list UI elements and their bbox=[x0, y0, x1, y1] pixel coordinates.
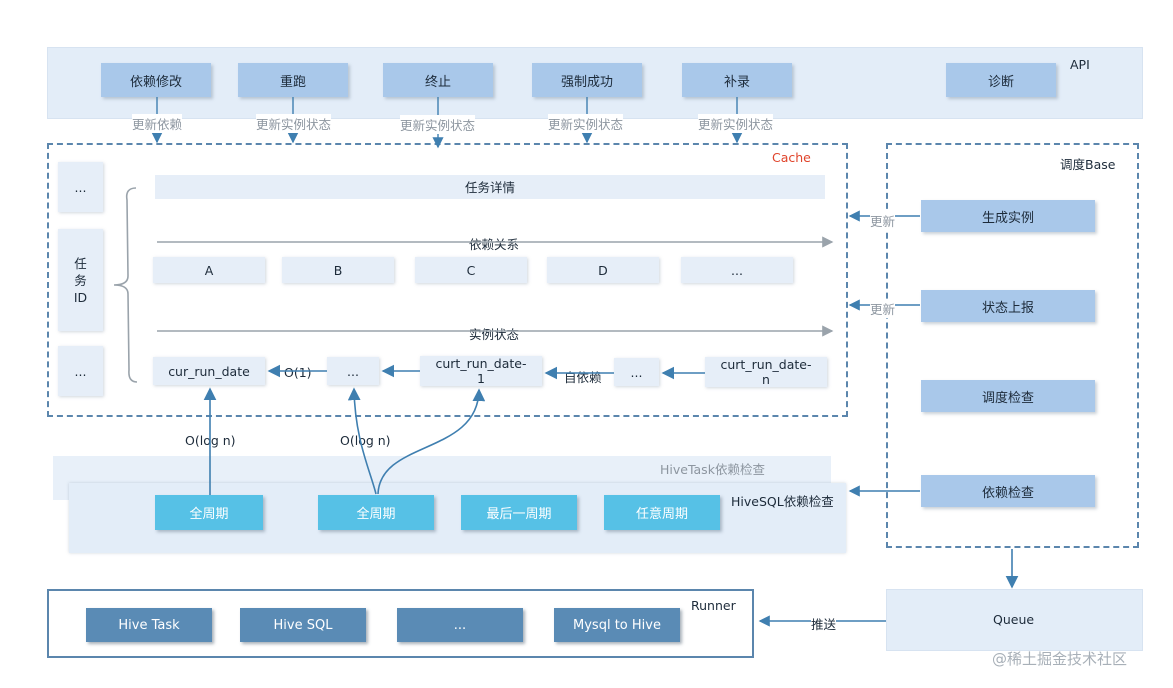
modify-dependency-button[interactable]: 依赖修改 bbox=[101, 63, 211, 97]
backfill-button[interactable]: 补录 bbox=[682, 63, 792, 97]
force-success-button[interactable]: 强制成功 bbox=[532, 63, 642, 97]
task-id-char-3: ID bbox=[73, 289, 88, 305]
api-arrow-label-4: 更新实例状态 bbox=[548, 114, 624, 133]
full-period-button-2[interactable]: 全周期 bbox=[318, 495, 434, 530]
api-arrow-label-2: 更新实例状态 bbox=[256, 114, 332, 133]
dep-cell-a: A bbox=[153, 257, 265, 283]
inst-ellipsis-1: ... bbox=[327, 357, 379, 385]
terminate-button[interactable]: 终止 bbox=[383, 63, 493, 97]
olog-arrow-2 bbox=[347, 387, 377, 495]
inst-curt-run-date-n: curt_run_date- n bbox=[705, 357, 827, 387]
task-id-brace bbox=[113, 187, 138, 383]
task-id-char-2: 务 bbox=[74, 272, 87, 288]
dep-cell-b: B bbox=[282, 257, 394, 283]
queue-panel bbox=[886, 589, 1143, 651]
watermark: @稀土掘金技术社区 bbox=[992, 650, 1128, 668]
diagnose-button[interactable]: 诊断 bbox=[946, 63, 1056, 97]
dep-cell-d: D bbox=[547, 257, 659, 283]
full-period-button-1[interactable]: 全周期 bbox=[155, 495, 263, 530]
api-title: API bbox=[1070, 57, 1090, 72]
dep-cell-ellipsis: ... bbox=[681, 257, 793, 283]
scheduler-base-title: 调度Base bbox=[1060, 157, 1116, 172]
hivesql-check-title: HiveSQL依赖检查 bbox=[731, 494, 834, 509]
hive-task-button[interactable]: Hive Task bbox=[86, 608, 212, 642]
update-label-2: 更新 bbox=[870, 299, 896, 318]
last-period-button[interactable]: 最后一周期 bbox=[461, 495, 577, 530]
inst-c5-line1: curt_run_date- bbox=[720, 357, 812, 372]
inst-c3-line1: curt_run_date- bbox=[435, 356, 527, 371]
hivetask-check-title: HiveTask依赖检查 bbox=[660, 462, 765, 477]
api-arrow-label-5: 更新实例状态 bbox=[698, 114, 774, 133]
rerun-button[interactable]: 重跑 bbox=[238, 63, 348, 97]
task-id-cell: 任 务 ID bbox=[58, 229, 103, 331]
inst-cur-run-date: cur_run_date bbox=[153, 357, 265, 385]
scheduler-base-box bbox=[886, 143, 1139, 548]
cache-title: Cache bbox=[772, 150, 811, 165]
queue-label: Queue bbox=[993, 612, 1035, 627]
update-label-1: 更新 bbox=[870, 211, 896, 230]
any-period-button[interactable]: 任意周期 bbox=[604, 495, 720, 530]
task-detail-bar: 任务详情 bbox=[155, 175, 825, 199]
inst-curt-run-date-1: curt_run_date- 1 bbox=[420, 356, 542, 386]
dep-cell-c: C bbox=[415, 257, 527, 283]
schedule-check-button[interactable]: 调度检查 bbox=[921, 380, 1095, 412]
push-label: 推送 bbox=[811, 614, 837, 633]
olog-arrow-3 bbox=[377, 388, 486, 495]
cache-box bbox=[47, 143, 848, 417]
task-id-bottom-ellipsis: ... bbox=[58, 346, 103, 396]
api-arrow-label-1: 更新依赖 bbox=[132, 114, 183, 133]
task-id-char-1: 任 bbox=[74, 255, 87, 271]
hive-sql-button[interactable]: Hive SQL bbox=[240, 608, 366, 642]
runner-title: Runner bbox=[691, 598, 736, 613]
status-report-button[interactable]: 状态上报 bbox=[921, 290, 1095, 322]
task-id-top-ellipsis: ... bbox=[58, 162, 103, 212]
inst-c3-line2: 1 bbox=[477, 371, 485, 386]
dependency-relation-label: 依赖关系 bbox=[467, 234, 522, 253]
olog-label-2: O(log n) bbox=[340, 433, 391, 448]
dependency-check-button[interactable]: 依赖检查 bbox=[921, 475, 1095, 507]
inst-c5-line2: n bbox=[762, 372, 770, 387]
generate-instance-button[interactable]: 生成实例 bbox=[921, 200, 1095, 232]
runner-ellipsis-button[interactable]: ... bbox=[397, 608, 523, 642]
o1-label: O(1) bbox=[284, 365, 312, 380]
inst-ellipsis-2: ... bbox=[614, 358, 659, 386]
api-arrow-label-3: 更新实例状态 bbox=[400, 115, 476, 134]
mysql-to-hive-button[interactable]: Mysql to Hive bbox=[554, 608, 680, 642]
